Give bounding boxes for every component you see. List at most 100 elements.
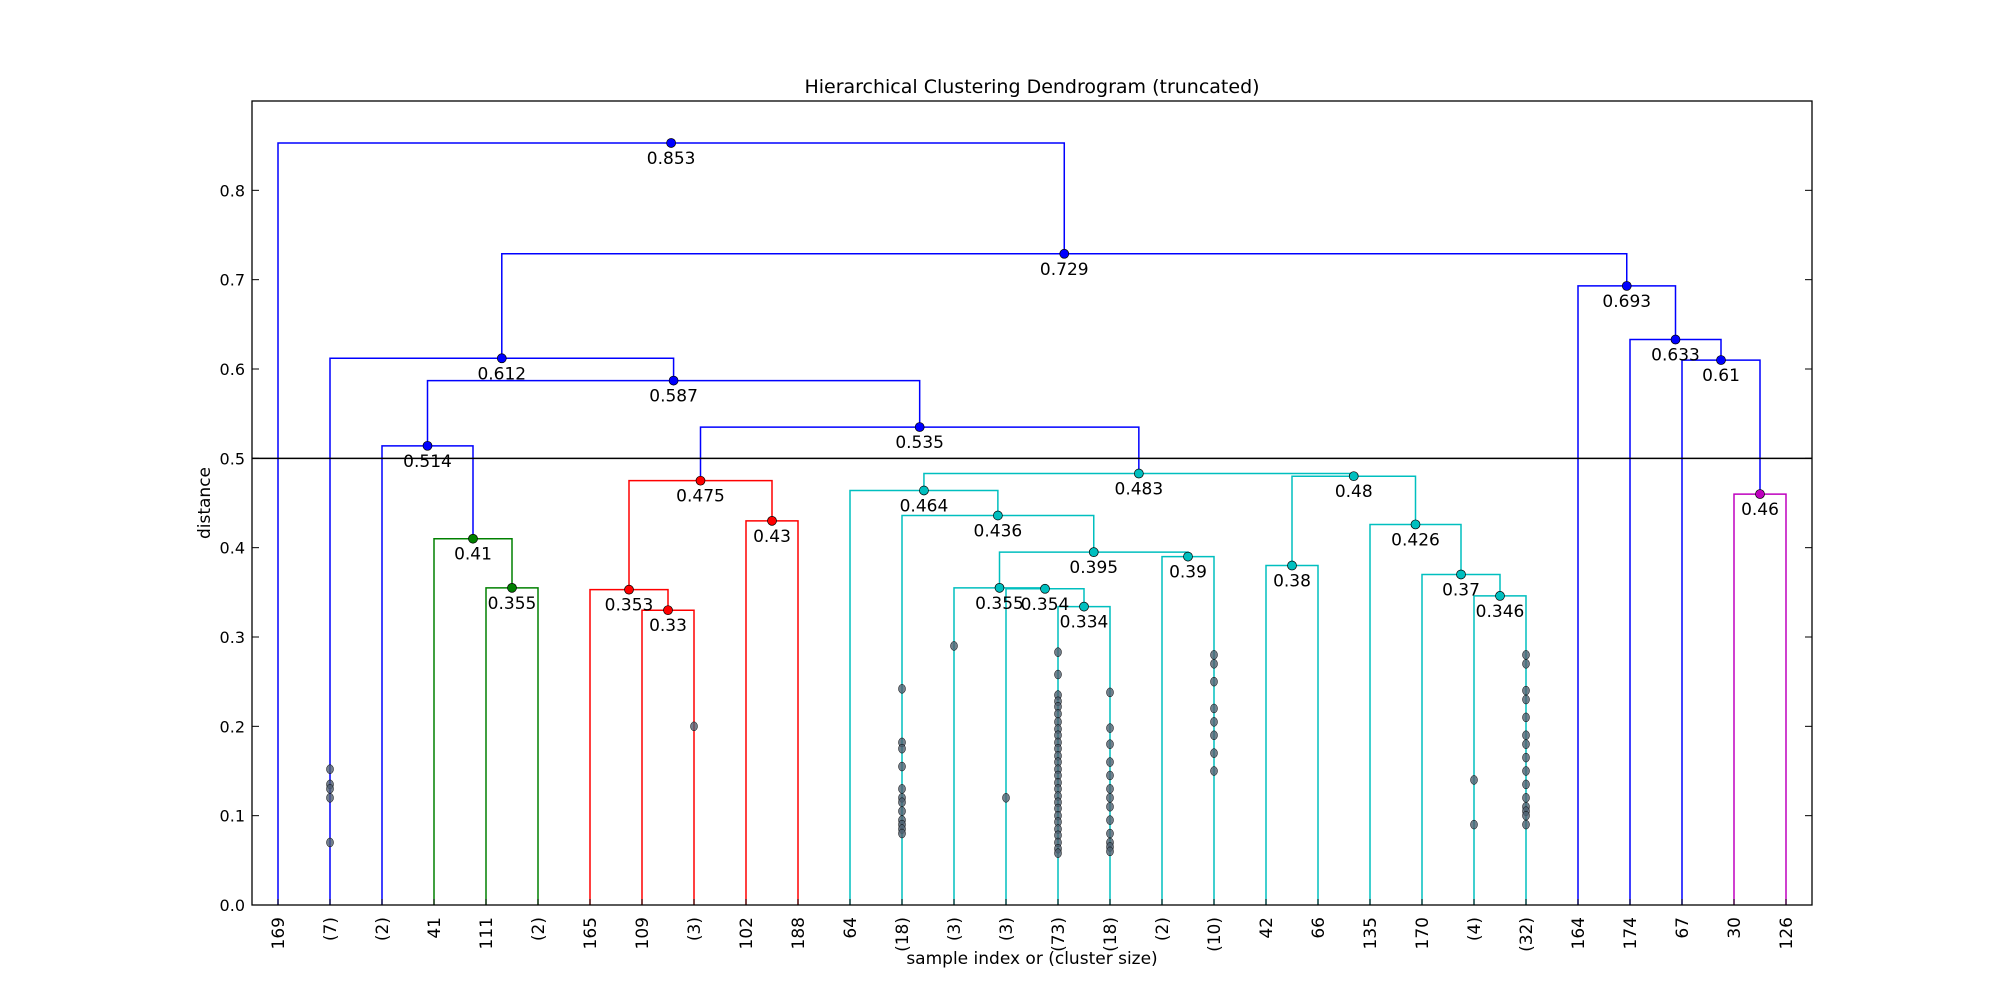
leaf-label: (3) (997, 917, 1017, 941)
merge-distance-label: 0.41 (454, 545, 492, 565)
truncated-merge-marker (1106, 828, 1114, 839)
merge-distance-label: 0.535 (895, 433, 944, 453)
leaf-label: (2) (373, 917, 393, 941)
truncated-merge-marker (1522, 819, 1530, 830)
merge-dot (1495, 591, 1505, 601)
leaf-label: 135 (1361, 917, 1381, 949)
merge-distance-label: 0.355 (488, 594, 537, 614)
merge-distance-label: 0.436 (974, 522, 1023, 542)
merge-dot (914, 422, 925, 432)
y-tick-label: 0.7 (220, 271, 245, 290)
leaf-label: 165 (581, 917, 601, 949)
truncated-merge-marker (898, 797, 906, 808)
truncated-merge-marker (1522, 730, 1530, 741)
truncated-merge-marker (1054, 669, 1062, 680)
merge-dot (1456, 569, 1466, 580)
y-axis-ticks: 0.00.10.20.30.40.50.60.70.8 (220, 181, 1812, 915)
merge-distance-label: 0.426 (1391, 530, 1440, 550)
merge-dots (326, 138, 1765, 858)
truncated-merge-marker (1106, 739, 1114, 749)
merge-dot (496, 353, 507, 364)
truncated-merge-marker (898, 784, 906, 794)
merge-dot (1670, 334, 1681, 345)
leaf-label: (18) (893, 917, 913, 952)
truncated-merge-marker (1106, 757, 1114, 767)
merge-distance-label: 0.355 (975, 594, 1024, 614)
leaf-label: (3) (945, 917, 965, 941)
truncated-merge-marker (1106, 723, 1114, 733)
merge-distance-label: 0.46 (1741, 500, 1779, 520)
truncated-merge-marker (1470, 775, 1478, 785)
leaf-label: (3) (685, 917, 705, 941)
leaf-label: 42 (1257, 917, 1277, 939)
leaf-label: 41 (425, 917, 445, 939)
merge-dot (919, 485, 929, 496)
truncated-merge-marker (1522, 752, 1530, 763)
truncated-merge-marker (1210, 659, 1218, 669)
truncated-merge-marker (326, 793, 334, 803)
merge-dot (1133, 468, 1144, 479)
truncated-merge-marker (1522, 694, 1530, 705)
y-tick-label: 0.5 (220, 449, 245, 468)
truncated-merge-marker (1522, 793, 1530, 803)
truncated-merge-marker (1054, 647, 1062, 657)
merge-distance-label: 0.587 (649, 387, 698, 407)
truncated-merge-marker (690, 721, 698, 732)
truncated-merge-marker (1210, 730, 1218, 741)
merge-dot (1755, 489, 1765, 499)
merge-dot (1287, 560, 1297, 571)
leaf-label: (32) (1517, 917, 1537, 952)
y-tick-label: 0.6 (220, 360, 245, 379)
leaf-label: (2) (529, 917, 549, 941)
merge-distance-label: 0.48 (1335, 482, 1373, 502)
y-tick-label: 0.2 (220, 717, 245, 736)
merge-dot (468, 533, 478, 544)
merge-distance-label: 0.354 (1021, 595, 1070, 615)
leaf-label: 67 (1673, 917, 1693, 939)
merge-dot (624, 584, 634, 595)
leaf-label: (18) (1101, 917, 1121, 952)
merge-distance-label: 0.633 (1651, 346, 1700, 366)
truncated-merge-marker (1522, 766, 1530, 776)
plot-frame (251, 100, 1813, 906)
merge-dot (663, 605, 673, 616)
truncated-merge-marker (1106, 846, 1114, 857)
truncated-merge-marker (1106, 784, 1114, 794)
truncated-merge-marker (898, 828, 906, 839)
y-tick-label: 0.3 (220, 628, 245, 647)
merge-dot (1059, 248, 1070, 259)
merge-dot (666, 138, 676, 148)
leaf-label: (2) (1153, 917, 1173, 941)
leaf-label: 188 (789, 917, 809, 949)
leaf-label: 164 (1569, 917, 1589, 949)
merge-dot (507, 583, 517, 593)
merge-dot (1348, 471, 1359, 482)
truncated-merge-marker (1002, 793, 1010, 803)
truncated-merge-marker (898, 761, 906, 772)
truncated-merge-marker (326, 764, 334, 774)
leaf-label: 111 (477, 917, 497, 949)
y-tick-label: 0.8 (220, 181, 245, 200)
merge-distance-label: 0.33 (649, 616, 687, 636)
truncated-merge-marker (326, 784, 334, 794)
truncated-merge-marker (1210, 676, 1218, 687)
merge-distance-label: 0.353 (605, 596, 654, 616)
leaf-label: 126 (1777, 917, 1797, 949)
y-axis-label: distance (195, 467, 215, 539)
y-tick-label: 0.0 (220, 896, 245, 915)
truncated-merge-marker (1210, 717, 1218, 727)
merge-dot (1621, 281, 1632, 291)
truncated-merge-marker (1522, 659, 1530, 669)
merge-distance-label: 0.39 (1169, 563, 1207, 583)
x-axis-label: sample index or (cluster size) (906, 949, 1157, 969)
leaf-label: (7) (321, 917, 341, 941)
merge-distance-label: 0.612 (477, 364, 526, 384)
truncated-merge-marker (1210, 748, 1218, 758)
merge-distance-label: 0.693 (1602, 292, 1651, 312)
y-tick-label: 0.4 (220, 539, 245, 558)
merge-distance-label: 0.38 (1273, 572, 1311, 592)
truncated-merge-marker (1106, 793, 1114, 803)
leaf-label: 169 (269, 917, 289, 949)
